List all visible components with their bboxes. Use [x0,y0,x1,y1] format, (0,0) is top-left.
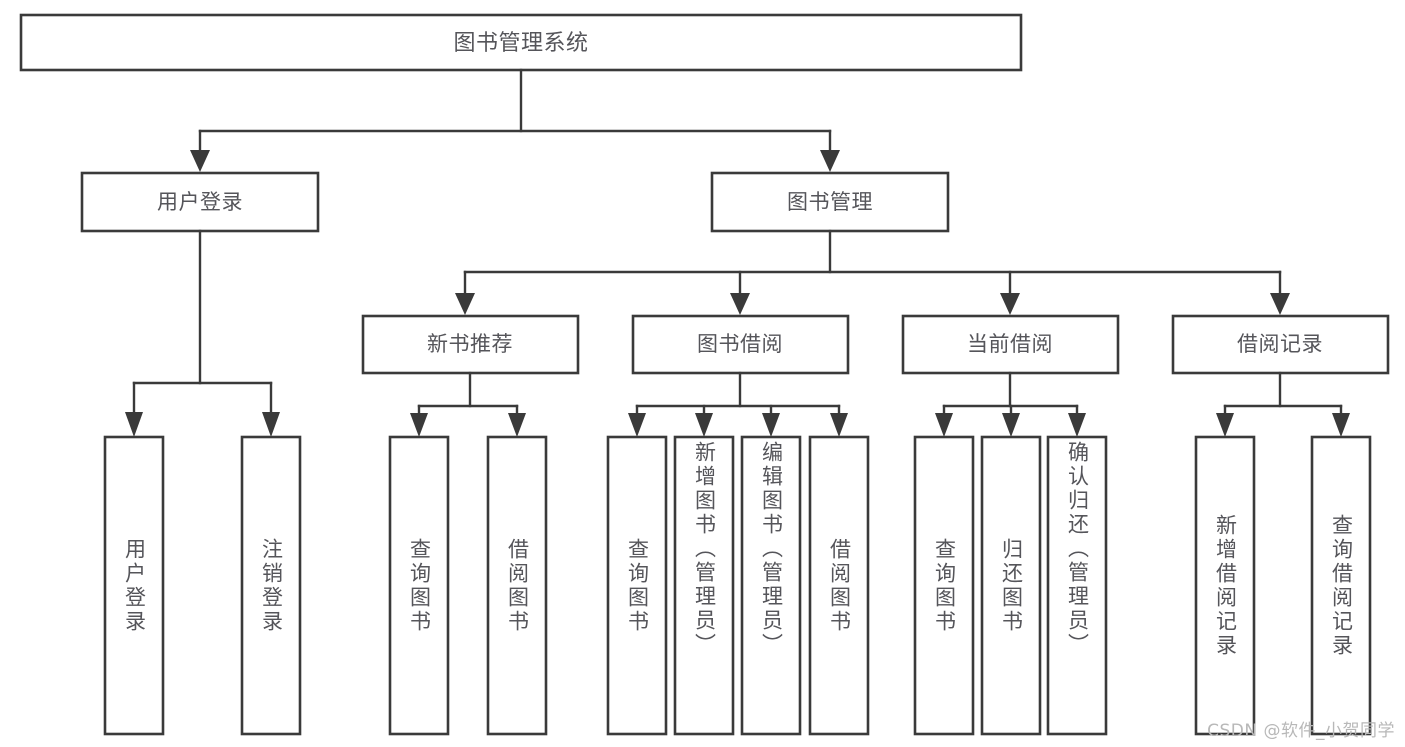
arrow-user-login-leaf-0 [125,412,143,437]
node-book-borrow-box[interactable] [631,314,850,375]
leaf-box-book-borrow-0[interactable] [606,435,668,736]
node-book-manage-label: 图书管理 [787,190,873,214]
arrow-new-book-leaf-1 [508,413,526,437]
leaf-box-book-borrow-2[interactable] [740,435,802,736]
node-book-borrow[interactable]: 图书借阅 [631,314,850,375]
arrow-to-borrow-record [1270,293,1290,315]
node-book-borrow-label: 图书借阅 [697,332,783,356]
arrow-book-borrow-leaf-3 [830,413,848,437]
node-book-manage[interactable]: 图书管理 [710,171,950,233]
arrow-current-borrow-leaf-2 [1068,413,1086,437]
leaf-box-user-login-0[interactable] [103,435,165,736]
arrow-book-borrow-leaf-1 [695,413,713,437]
leaf-box-book-borrow-1[interactable] [673,435,735,736]
node-new-book-recommend-box[interactable] [361,314,580,375]
node-borrow-record-label: 借阅记录 [1237,332,1323,356]
arrow-book-borrow-leaf-2 [762,413,780,437]
node-book-manage-box[interactable] [710,171,950,233]
leaf-box-new-book-0[interactable] [388,435,450,736]
node-root[interactable]: 图书管理系统 [19,13,1023,72]
node-borrow-record-box[interactable] [1171,314,1390,375]
node-current-borrow[interactable]: 当前借阅 [901,314,1120,375]
leaf-box-borrow-record-1[interactable] [1310,435,1372,736]
node-user-login[interactable]: 用户登录 [80,171,320,233]
arrow-book-borrow-leaf-0 [628,413,646,437]
arrow-user-login-leaf-1 [262,412,280,437]
watermark-text: CSDN @软件_小贺同学 [1207,721,1395,741]
leaf-box-user-login-1[interactable] [240,435,302,736]
node-root-box[interactable] [19,13,1023,72]
node-current-borrow-label: 当前借阅 [967,332,1053,356]
node-current-borrow-box[interactable] [901,314,1120,375]
node-user-login-label: 用户登录 [157,190,243,214]
arrow-current-borrow-leaf-0 [935,413,953,437]
leaf-box-current-borrow-2[interactable] [1046,435,1108,736]
arrow-to-new-book [455,293,475,315]
leaf-box-current-borrow-0[interactable] [913,435,975,736]
arrow-borrow-record-leaf-1 [1332,413,1350,437]
node-borrow-record[interactable]: 借阅记录 [1171,314,1390,375]
arrow-to-current-borrow [1000,293,1020,315]
arrow-current-borrow-leaf-1 [1002,413,1020,437]
node-root-label: 图书管理系统 [453,31,588,56]
arrow-to-user-login [190,150,210,172]
arrow-borrow-record-leaf-0 [1216,413,1234,437]
leaf-box-book-borrow-3[interactable] [808,435,870,736]
leaf-box-current-borrow-1[interactable] [980,435,1042,736]
leaf-box-new-book-1[interactable] [486,435,548,736]
arrow-to-book-borrow [730,293,750,315]
node-new-book-recommend[interactable]: 新书推荐 [361,314,580,375]
arrow-to-book-manage [820,150,840,172]
node-new-book-recommend-label: 新书推荐 [427,332,513,356]
arrow-new-book-leaf-0 [410,413,428,437]
leaf-box-borrow-record-0[interactable] [1194,435,1256,736]
